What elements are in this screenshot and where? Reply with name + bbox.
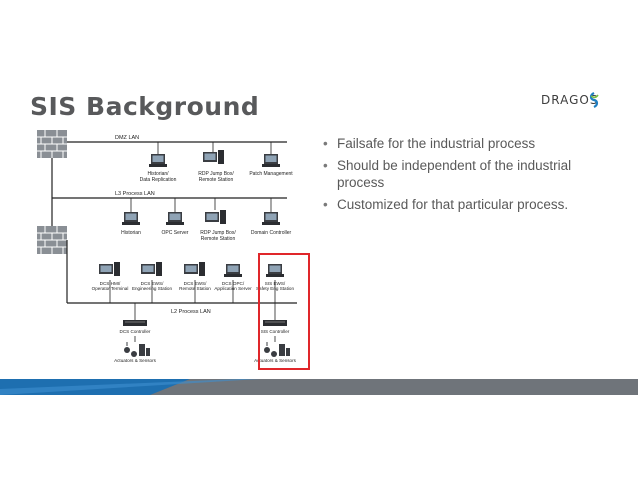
footer-accent — [0, 379, 260, 395]
dcs-controller-label: DCS Controller — [120, 329, 151, 334]
domain-controller-icon — [262, 212, 280, 225]
sis-ews-icon — [266, 264, 284, 277]
l2-node-label: DCS OPC/ — [222, 281, 245, 286]
logo-mark-icon — [589, 92, 599, 108]
rdp-jumpbox-l3-icon — [205, 210, 226, 224]
l2-node-label: SIS EWS/ — [265, 281, 286, 286]
firewall-middle-icon — [36, 225, 68, 255]
l2-node-label: Application Server — [214, 286, 252, 291]
bullet-item: Customized for that particular process. — [322, 196, 572, 213]
l2-node-label: Operator Terminal — [92, 286, 129, 291]
dcs-ews-remote-icon — [184, 262, 205, 276]
network-diagram: DMZ LAN Historian/ Data Replication RDP … — [36, 130, 310, 370]
sis-highlight-box — [258, 253, 310, 370]
logo-text: DRAGOS — [541, 93, 599, 107]
sis-controller-label: SIS Controller — [261, 329, 290, 334]
l2-node-label: DCS EWS/ — [141, 281, 164, 286]
l3-node-label: Remote Station — [201, 236, 236, 242]
l3-node-label: OPC Server — [162, 230, 189, 236]
l3-lan-label: L3 Process LAN — [115, 191, 155, 197]
dmz-node-label: Remote Station — [199, 177, 234, 183]
dcs-ews-icon — [141, 262, 162, 276]
dcs-controller-icon — [123, 320, 147, 326]
l2-node-label: Safety Eng Station — [256, 286, 294, 291]
dmz-node-label: Data Replication — [140, 177, 177, 183]
historian-replication-icon — [149, 154, 167, 167]
dcs-hmi-icon — [99, 262, 120, 276]
bullet-list: Failsafe for the industrial process Shou… — [322, 135, 572, 218]
slide-title: SIS Background — [30, 92, 260, 121]
actuators-label-right: Actuators & Sensors — [254, 358, 297, 363]
dcs-opc-icon — [224, 264, 242, 277]
bullet-item: Should be independent of the industrial … — [322, 157, 572, 191]
actuators-sensors-right-icon — [263, 341, 291, 358]
l2-node-label: Remote Station — [179, 286, 211, 291]
l3-node-label: Domain Controller — [251, 230, 292, 236]
dmz-node-label: RDP Jump Box/ — [198, 171, 234, 177]
l2-node-label: Engineering Station — [132, 286, 173, 291]
bullet-item: Failsafe for the industrial process — [322, 135, 572, 152]
dragos-logo: DRAGOS — [541, 92, 601, 110]
rdp-jumpbox-dmz-icon — [203, 150, 224, 164]
dmz-node-label: Patch Management — [249, 171, 293, 177]
l2-node-label: DCS EWS/ — [184, 281, 207, 286]
firewall-top-icon — [36, 130, 68, 159]
dmz-node-label: Historian/ — [147, 171, 169, 177]
opc-server-icon — [166, 212, 184, 225]
patch-management-icon — [262, 154, 280, 167]
l2-node-label: DCS HMI/ — [100, 281, 121, 286]
l2-lan-label: L2 Process LAN — [171, 309, 211, 315]
actuators-label-left: Actuators & Sensors — [114, 358, 157, 363]
historian-icon — [122, 212, 140, 225]
l3-node-label: Historian — [121, 230, 141, 236]
l3-node-label: RDP Jump Box/ — [200, 230, 236, 236]
dmz-lan-label: DMZ LAN — [115, 135, 139, 141]
sis-controller-icon — [263, 320, 287, 326]
actuators-sensors-left-icon — [123, 341, 151, 358]
